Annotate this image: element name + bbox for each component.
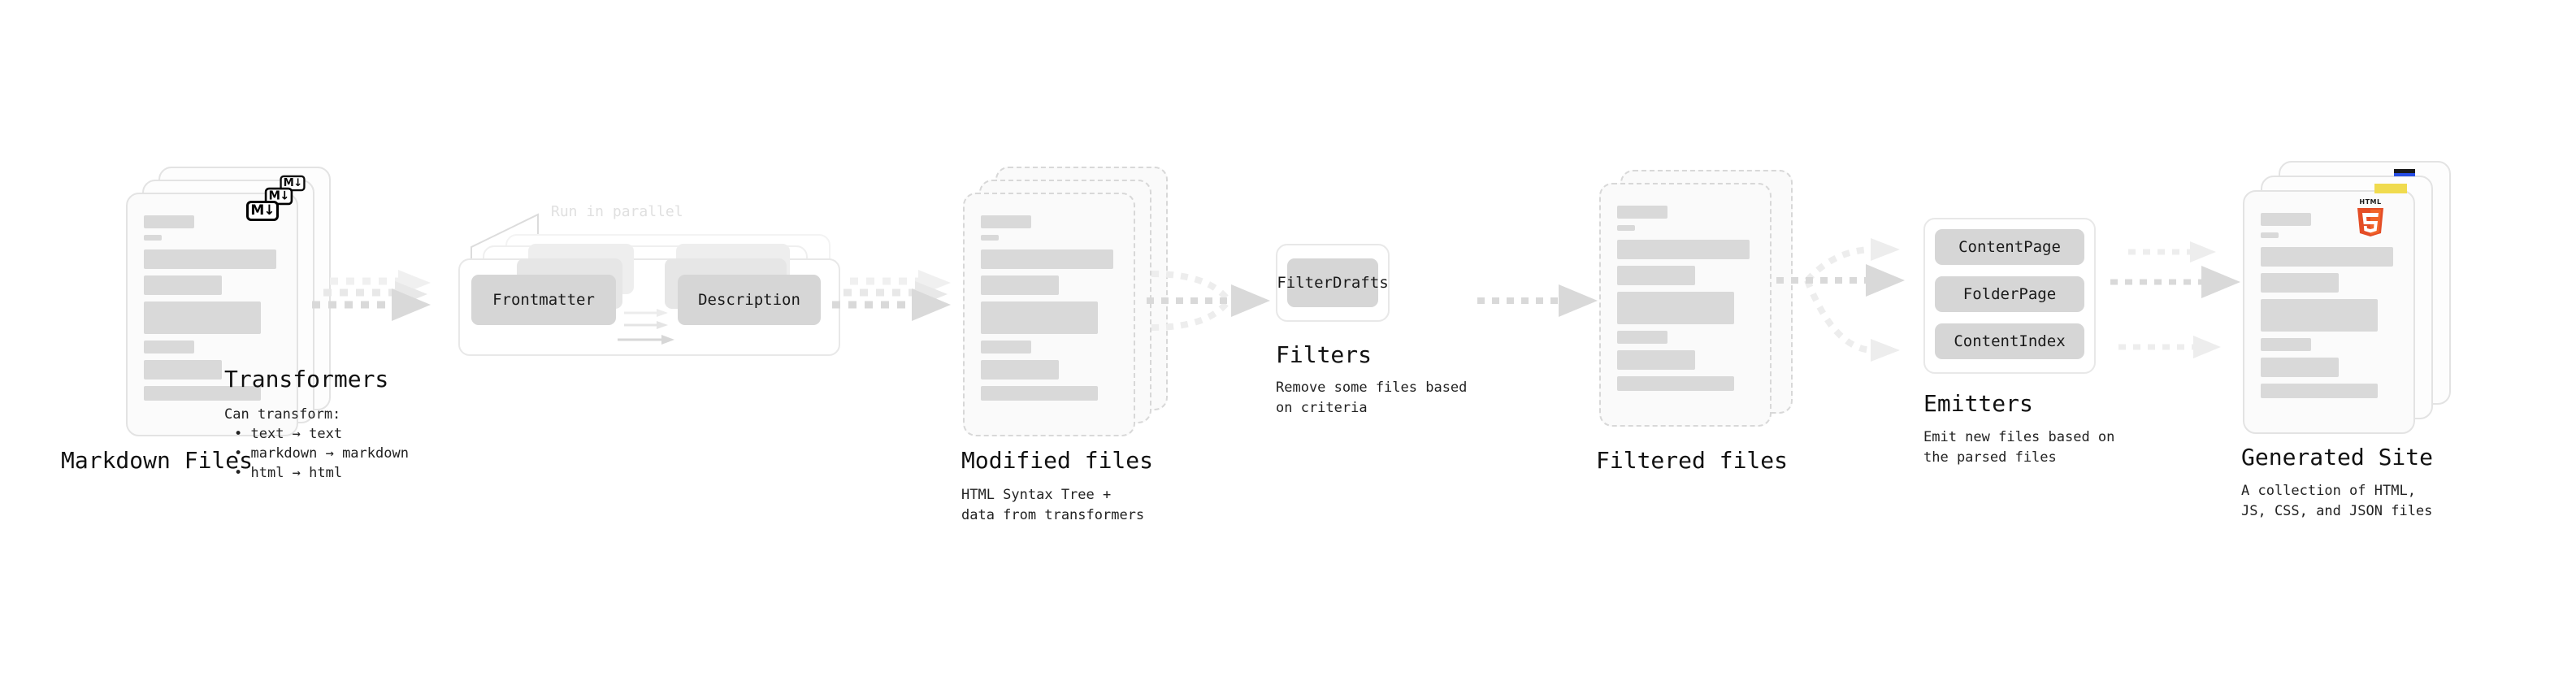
content-bar (144, 340, 194, 354)
modified-files-description: HTML Syntax Tree + data from transformer… (961, 487, 1145, 523)
content-bar (144, 275, 222, 295)
generated-site-description: A collection of HTML, JS, CSS, and JSON … (2241, 483, 2433, 519)
content-bar (144, 235, 162, 241)
content-bar (1617, 240, 1750, 259)
content-bar (2261, 213, 2311, 226)
file-content-bars (1599, 183, 1772, 427)
content-bar (981, 215, 1031, 228)
stage-title-transformers: Transformers (224, 366, 389, 393)
emitter-chip-folderpage[interactable]: FolderPage (1935, 276, 2084, 312)
content-bar (144, 301, 261, 334)
content-bar (144, 386, 261, 401)
stage-title-filtered-files: Filtered files (1596, 447, 1789, 474)
css3-icon (2394, 169, 2415, 176)
content-bar (1617, 292, 1734, 324)
emitter-chip-contentpage[interactable]: ContentPage (1935, 229, 2084, 265)
dashed-arrow-icon (1477, 284, 1598, 317)
file-content-bars (2243, 190, 2415, 434)
transformer-chip-description[interactable]: Description (678, 275, 821, 325)
svg-text:HTML: HTML (2359, 198, 2381, 206)
content-bar (144, 215, 194, 228)
stacked-dashed-arrow-icon (832, 270, 951, 321)
content-bar (2261, 338, 2311, 351)
content-bar (981, 249, 1113, 269)
content-bar (144, 249, 276, 269)
stage-markdown-files: M↓ M↓ M↓ Markdown Files (61, 167, 337, 474)
run-in-parallel-label: Run in parallel (551, 203, 683, 220)
stage-generated-site: HTML Generated Site A collection of HTML… (2241, 161, 2462, 519)
markdown-icon-front: M↓ (246, 201, 279, 221)
merge-dashed-arrow-icon (1147, 271, 1270, 331)
content-bar (1617, 376, 1734, 391)
file-content-bars (963, 193, 1135, 436)
content-bar (2261, 384, 2378, 398)
transformers-bullet-text: markdown → markdown (250, 445, 409, 462)
markdown-file-stack: M↓ M↓ M↓ (126, 167, 337, 443)
generated-file-stack: HTML (2243, 161, 2462, 445)
content-bar (981, 275, 1059, 295)
html5-icon: HTML (2352, 197, 2389, 237)
filtered-file-stack (1599, 167, 1811, 443)
stage-filtered-files: Filtered files (1596, 167, 1811, 474)
content-bar (2261, 358, 2339, 377)
connector-markdown-to-transformers (307, 268, 453, 341)
content-bar (1617, 350, 1695, 370)
content-bar (1617, 225, 1635, 231)
transformers-bullet-text: text → text (250, 426, 343, 442)
filter-chip-filterdrafts[interactable]: FilterDrafts (1277, 258, 1389, 307)
transformers-description: Can transform: (224, 406, 341, 423)
stage-title-generated-site: Generated Site (2241, 444, 2434, 471)
js-icon (2374, 184, 2407, 193)
content-bar (2261, 273, 2339, 293)
stage-transformers: Run in parallel Frontmatter Description … (224, 195, 870, 481)
connector-filters-to-filtered (1471, 264, 1621, 354)
content-bar (981, 340, 1031, 354)
stage-modified-files: Modified files HTML Syntax Tree + data f… (961, 167, 1174, 523)
content-bar (1617, 206, 1667, 219)
stacked-dashed-arrow-icon (312, 270, 431, 321)
branch-dashed-arrow-icon (1776, 238, 1905, 362)
content-bar (1617, 331, 1667, 344)
triple-dashed-arrow-icon (2110, 241, 2240, 358)
content-bar (2261, 247, 2393, 267)
emitters-description: Emit new files based on the parsed files (1923, 429, 2115, 466)
markdown-icon-middle: M↓ (264, 187, 293, 206)
emitter-chip-contentindex[interactable]: ContentIndex (1935, 323, 2084, 359)
modified-file-stack (963, 167, 1174, 443)
content-bar (1617, 266, 1695, 285)
content-bar (981, 360, 1059, 380)
content-bar (981, 235, 999, 241)
stage-title-filters: Filters (1276, 341, 1373, 368)
stage-title-markdown-files: Markdown Files (61, 447, 254, 474)
file-content-bars (126, 193, 298, 436)
connector-emitters-to-site (2109, 232, 2263, 386)
connector-transformers-to-modified (821, 268, 967, 341)
content-bar (144, 360, 222, 380)
transformers-bullet-0: • text → text (234, 426, 343, 442)
content-bar (2261, 299, 2378, 332)
connector-filtered-to-emitters (1772, 232, 1934, 386)
stage-title-modified-files: Modified files (961, 447, 1154, 474)
transformer-chip-frontmatter[interactable]: Frontmatter (471, 275, 616, 325)
content-bar (2261, 232, 2279, 238)
transformers-bullet-text: html → html (250, 465, 343, 481)
connector-modified-to-filters (1134, 264, 1284, 354)
transformers-bullet-1: • markdown → markdown (234, 445, 409, 462)
stage-title-emitters: Emitters (1923, 390, 2033, 417)
content-bar (981, 301, 1098, 334)
content-bar (981, 386, 1098, 401)
transformers-bullet-2: • html → html (234, 465, 343, 481)
filters-description: Remove some files based on criteria (1276, 380, 1468, 416)
